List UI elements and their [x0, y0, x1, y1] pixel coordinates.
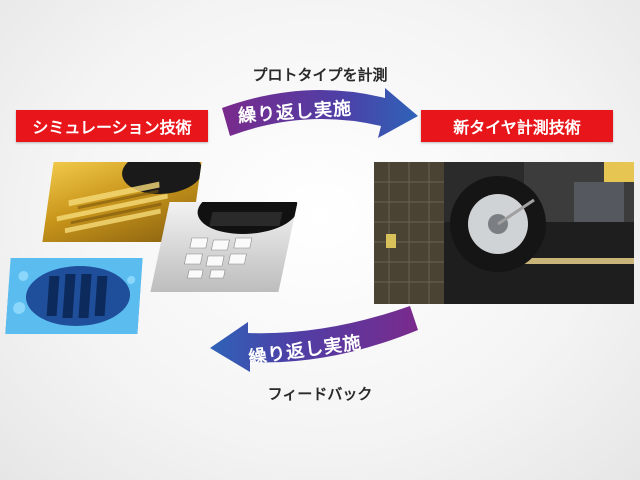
- bottom-arrow-shape: [210, 306, 418, 372]
- prototype-measure-caption: プロトタイプを計測: [252, 66, 388, 84]
- simulation-technology-label: シミュレーション技術: [16, 110, 208, 142]
- tire-footprint-image: [150, 202, 298, 292]
- tire-tread-simulation-image: [42, 162, 202, 242]
- feedback-caption: フィードバック: [267, 385, 373, 403]
- new-tire-measurement-label: 新タイヤ計測技術: [421, 110, 613, 142]
- tire-test-machine-photo: [374, 162, 634, 304]
- top-arrow-shape: [222, 88, 418, 138]
- contact-pressure-map-image: [5, 258, 143, 334]
